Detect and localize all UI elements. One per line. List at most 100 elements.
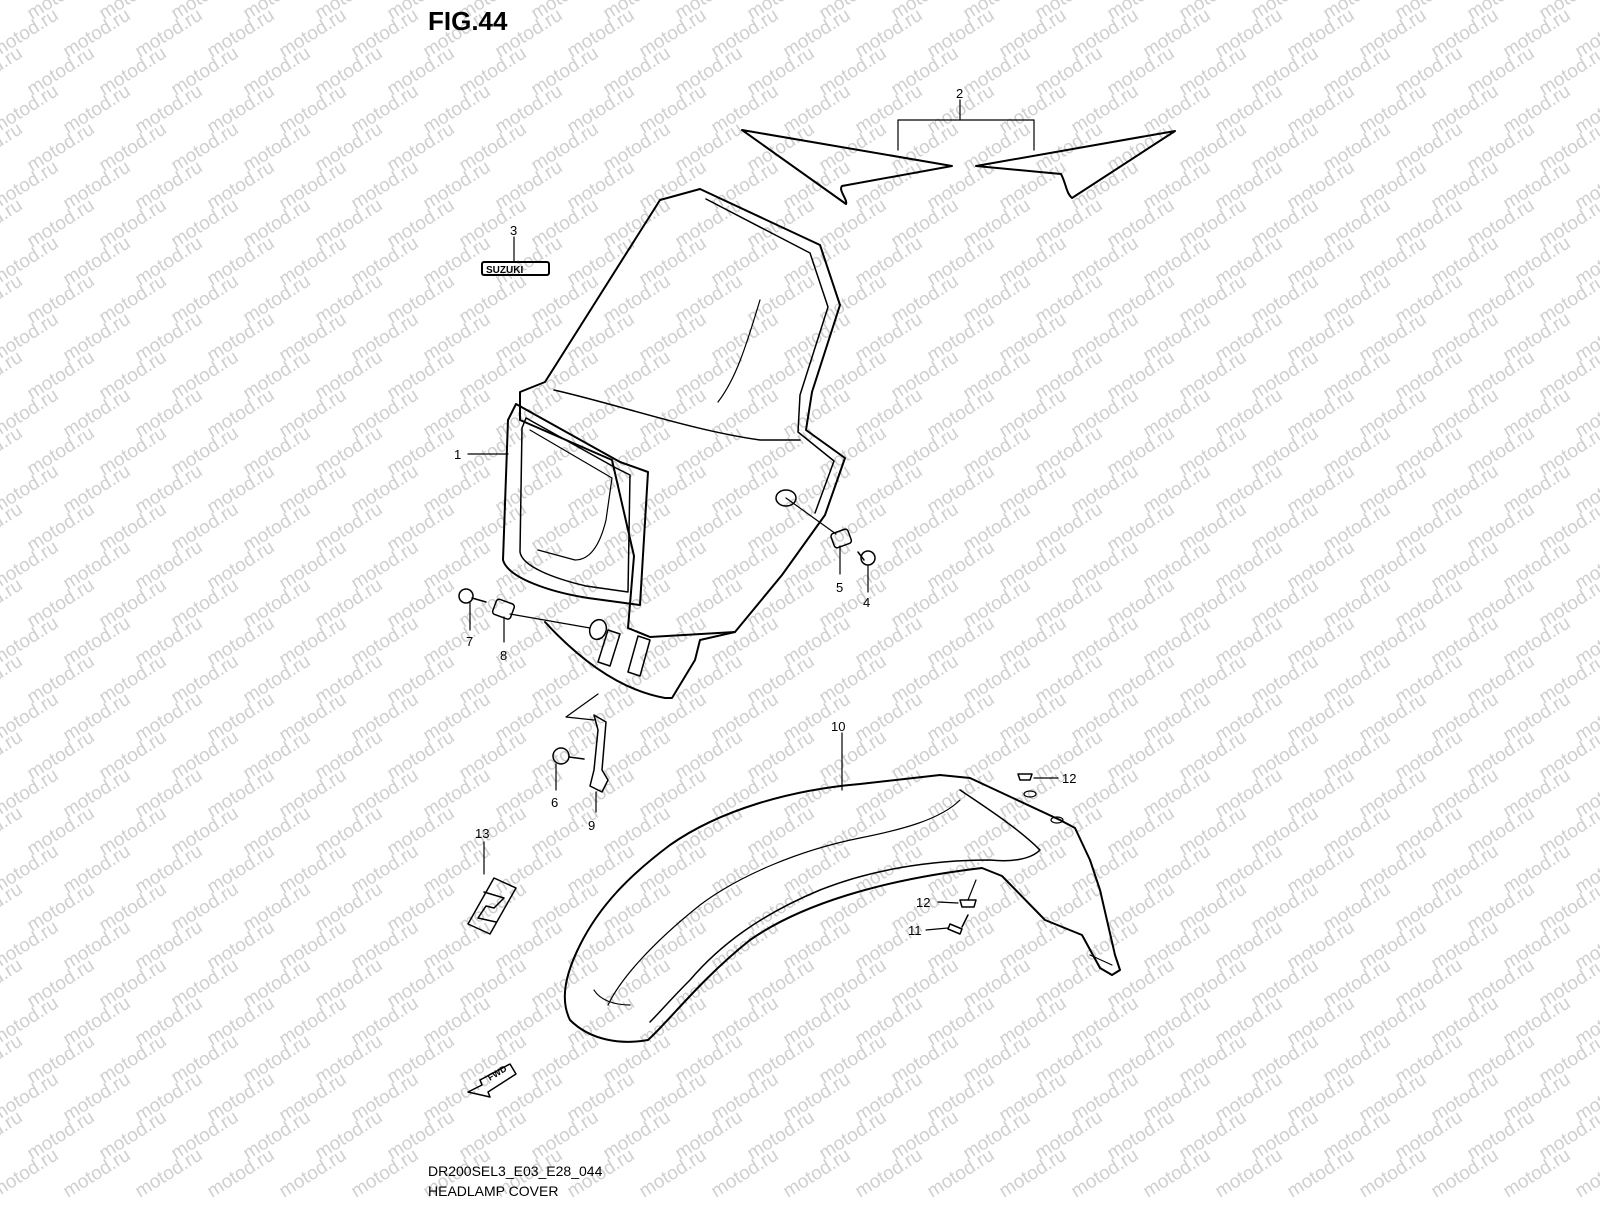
headlamp-side-hole xyxy=(775,489,797,507)
watermark-text: motod.ru xyxy=(1284,1145,1359,1200)
screw-right xyxy=(857,550,876,566)
watermark-text: motod.ru xyxy=(0,423,26,481)
headlamp-opening-bevel xyxy=(529,429,613,561)
headlamp-lower-skirt xyxy=(544,621,736,699)
watermark-text: motod.ru xyxy=(0,651,26,709)
watermark-text: motod.ru xyxy=(0,43,26,101)
screw-left xyxy=(458,588,487,604)
callout-4: 4 xyxy=(863,595,870,610)
headlamp-upper-edge xyxy=(553,389,801,441)
watermark-text: motod.ru xyxy=(1068,1145,1143,1200)
bracket-bolt xyxy=(552,747,585,765)
watermark-text: motod.ru xyxy=(0,499,26,557)
suzuki-emblem-text: SUZUKI xyxy=(486,265,523,276)
watermark-text: motod.ru xyxy=(0,195,26,253)
fender-bolt xyxy=(947,914,969,935)
drawing-code: DR200SEL3_E03_E28_044 xyxy=(428,1163,603,1179)
leader-8 xyxy=(503,613,591,643)
watermark-text: motod.ru xyxy=(0,0,26,24)
watermark-text: motod.ru xyxy=(1428,1145,1503,1200)
watermark-text: motod.ru xyxy=(0,727,26,785)
figure-caption: HEADLAMP COVER xyxy=(428,1183,559,1199)
figure-title: FIG.44 xyxy=(428,6,508,36)
headlamp-skirt-slot-2 xyxy=(627,635,651,677)
watermark-text: motod.ru xyxy=(0,1107,26,1165)
cushion-right xyxy=(830,528,853,549)
callout-8: 8 xyxy=(500,648,507,663)
callout-7: 7 xyxy=(466,634,473,649)
front-fender xyxy=(563,774,1121,1043)
forward-direction-arrow xyxy=(467,1063,517,1098)
watermark-text: motod.ru xyxy=(924,1145,999,1200)
callout-numbers: 2 3 1 5 4 7 8 10 12 6 9 13 12 11 xyxy=(454,86,1076,938)
headlamp-skirt-slot-1 xyxy=(597,629,621,667)
fender-ridge xyxy=(649,789,1041,1023)
side-decal-pair xyxy=(741,129,1176,205)
decal-left xyxy=(741,129,953,205)
watermark-text: motod.ru xyxy=(0,803,26,861)
leader-lines xyxy=(467,99,1059,931)
watermark-text: motod.ru xyxy=(1140,1145,1215,1200)
leader-12-lower xyxy=(937,879,977,904)
leader-11 xyxy=(925,927,949,931)
fender-front-lip xyxy=(1089,954,1113,966)
watermark-text: motod.ru xyxy=(0,1031,26,1089)
headlamp-frame-outer xyxy=(502,403,649,606)
fender-rear-edge xyxy=(593,989,631,1006)
watermark-text: motod.ru xyxy=(852,1145,927,1200)
watermark-text: motod.ru xyxy=(0,119,26,177)
callout-6: 6 xyxy=(551,795,558,810)
fender-hole-1 xyxy=(1023,790,1037,798)
watermark-text: motod.ru xyxy=(0,879,26,937)
watermark-text: motod.ru xyxy=(1356,1145,1431,1200)
headlamp-cover xyxy=(502,188,846,699)
headlamp-visor-outline xyxy=(519,188,846,638)
fender-ridge-lower xyxy=(607,799,961,1006)
watermark-text: motod.ru xyxy=(0,271,26,329)
clip-nut-lower xyxy=(959,899,977,908)
callout-1: 1 xyxy=(454,447,461,462)
cushion-left xyxy=(491,598,516,620)
watermark-text: motod.ru xyxy=(780,1145,855,1200)
watermark-text: motod.ru xyxy=(636,1145,711,1200)
watermark-text: motod.ru xyxy=(1212,1145,1287,1200)
callout-12-lower: 12 xyxy=(916,895,930,910)
callout-2: 2 xyxy=(956,86,963,101)
headlamp-frame-inner xyxy=(519,417,631,593)
callout-5: 5 xyxy=(836,580,843,595)
decal-right xyxy=(975,130,1176,199)
s-emblem xyxy=(467,877,517,935)
callout-13: 13 xyxy=(475,826,489,841)
watermark-text: motod.ru xyxy=(348,1145,423,1200)
watermark-text: motod.ru xyxy=(204,1145,279,1200)
fender-outline xyxy=(563,774,1121,1043)
headlamp-mount-hole xyxy=(588,618,608,641)
watermark-text: motod.ru xyxy=(0,575,26,633)
headlamp-visor-rim xyxy=(705,198,835,514)
suzuki-emblem: SUZUKI xyxy=(481,261,550,276)
watermark-text: motod.ru xyxy=(1500,1145,1575,1200)
fender-hole-2 xyxy=(1050,816,1064,824)
mounting-bracket xyxy=(589,714,609,793)
watermark-text: motod.ru xyxy=(60,1145,135,1200)
callout-9: 9 xyxy=(588,818,595,833)
watermark-text: motod.ru xyxy=(132,1145,207,1200)
callout-11: 11 xyxy=(908,923,922,938)
watermark-text: motod.ru xyxy=(0,955,26,1013)
clip-nut-upper xyxy=(1017,773,1033,781)
leader-5 xyxy=(785,497,841,575)
leader-2 xyxy=(897,99,1035,151)
watermark-text: motod.ru xyxy=(996,1145,1071,1200)
callout-12-upper: 12 xyxy=(1062,771,1076,786)
leader-9 xyxy=(565,693,599,813)
watermark-text: motod.ru xyxy=(708,1145,783,1200)
watermark-text: motod.ru xyxy=(276,1145,351,1200)
callout-10: 10 xyxy=(831,719,845,734)
watermark-text: motod.ru xyxy=(1572,1145,1600,1200)
headlamp-window-line xyxy=(717,299,761,403)
callout-3: 3 xyxy=(510,223,517,238)
watermark-text: motod.ru xyxy=(0,347,26,405)
